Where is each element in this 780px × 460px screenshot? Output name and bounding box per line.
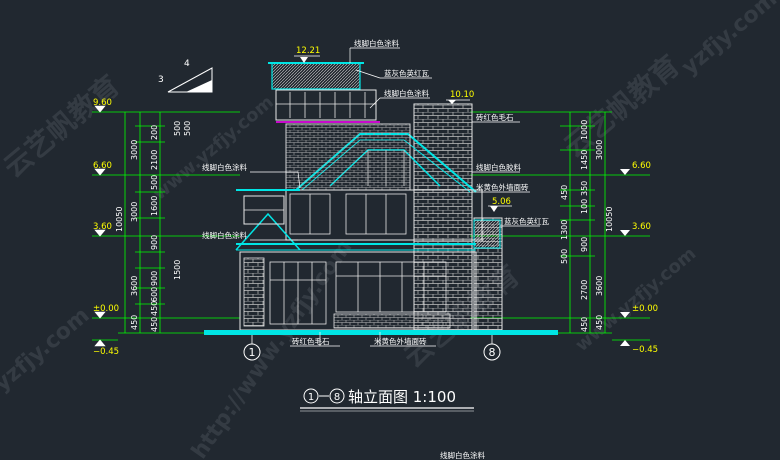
level-label: ±0.00 — [632, 304, 658, 314]
dim-text: 100 — [580, 199, 589, 214]
note-text: 线脚白色涂料 — [354, 38, 399, 48]
top-level-marks — [294, 55, 512, 212]
note-text: 蓝灰色英红瓦 — [504, 216, 549, 226]
title-axis-start — [303, 388, 319, 404]
watermark-text: yzfjy.com — [0, 303, 94, 397]
note-text: 线脚白色涂料 — [202, 162, 247, 172]
ground-line — [204, 330, 558, 335]
dim-text: 1300 — [560, 220, 569, 240]
dim-text: 500 — [183, 121, 192, 136]
dim-text: 500 — [173, 121, 182, 136]
level-label: 5.06 — [492, 197, 511, 207]
left-level-labels: 9.60 6.60 3.60 ±0.00 −0.45 — [93, 98, 119, 357]
top-level-labels: 12.21 10.10 5.06 — [296, 46, 511, 207]
note-text: 线脚白色涂料 — [440, 450, 485, 460]
dim-text: 2700 — [580, 280, 589, 300]
dim-text: 200 — [150, 125, 159, 140]
dim-text: 900 — [150, 271, 159, 286]
annotation-leaders — [250, 47, 540, 347]
dim-text: 450 — [150, 317, 159, 332]
title-axis-end-label: 8 — [334, 392, 340, 403]
dim-text: 450 — [580, 317, 589, 332]
dim-text: 3000 — [130, 140, 139, 160]
level-label: 10.10 — [450, 90, 474, 100]
note-text: 砖红色毛石 — [476, 112, 514, 122]
note-text: 米黄色外墙面砖 — [374, 336, 427, 346]
left-level-markers — [94, 105, 106, 347]
level-label: 12.21 — [296, 46, 320, 56]
dim-text: 1000 — [580, 120, 589, 140]
level-label: 9.60 — [93, 98, 112, 108]
axis-bubble-start — [243, 343, 261, 361]
level-label: −0.45 — [632, 345, 658, 355]
axis-label-end: 8 — [489, 346, 496, 359]
dim-text: 500 — [150, 175, 159, 190]
dim-text: 450 — [595, 315, 604, 330]
level-label: 3.60 — [93, 222, 112, 232]
note-text: 线脚白色涂料 — [202, 230, 247, 240]
axis-label-start: 1 — [249, 346, 256, 359]
dim-text: 3600 — [130, 276, 139, 296]
title-axis-end — [329, 388, 345, 404]
left-dimension-lines — [92, 111, 240, 341]
stone-column — [413, 103, 473, 331]
watermark-text: www.yzfjy.com — [571, 243, 700, 356]
left-dimension-texts: 10050 3000 3000 3600 450 200 2100 500 16… — [115, 121, 192, 332]
watermark-text: www.yzfjy.com — [149, 92, 278, 205]
dim-text: 350 — [580, 181, 589, 196]
dim-text: 900 — [150, 235, 159, 250]
note-text: 砖红色毛石 — [292, 336, 330, 346]
dim-text: 1600 — [150, 196, 159, 216]
top-roof — [271, 62, 361, 90]
drawing-title-block: 1 8 轴立面图 1:100 — [300, 388, 474, 412]
level-label: 6.60 — [93, 161, 112, 171]
dim-text: 3000 — [130, 202, 139, 222]
right-level-markers — [620, 169, 630, 346]
title-axis-start-label: 1 — [308, 392, 314, 403]
note-text: 米黄色外墙面砖 — [476, 182, 529, 192]
note-text: 蓝灰色英红瓦 — [384, 68, 429, 78]
note-text: 线脚白色胶料 — [476, 162, 521, 172]
right-level-labels: 6.60 3.60 ±0.00 −0.45 — [632, 161, 658, 355]
dim-text: 10050 — [605, 207, 614, 232]
watermark-text: http://www.yzfjy.com — [187, 235, 357, 460]
section-mark-sub: 4 — [184, 59, 190, 69]
dim-text: 3600 — [595, 276, 604, 296]
section-mark-number: 3 — [158, 75, 164, 85]
dim-text: 900 — [580, 237, 589, 252]
section-mark: 3 4 — [158, 59, 213, 93]
right-dimension-texts: 10050 3000 3600 450 1000 1450 350 100 45… — [560, 120, 614, 332]
note-text: 线脚白色涂料 — [384, 88, 429, 98]
dim-text: 3000 — [595, 140, 604, 160]
dim-text: 1450 — [580, 150, 589, 170]
level-label: −0.45 — [93, 347, 119, 357]
dim-text: 10050 — [115, 207, 124, 232]
dim-text: 500 — [560, 249, 569, 264]
level-label: ±0.00 — [93, 304, 119, 314]
dim-text: 1500 — [173, 260, 182, 280]
level-label: 3.60 — [632, 222, 651, 232]
building-elevation — [204, 62, 558, 335]
dim-text: 600 — [150, 287, 159, 302]
watermark-text: yzfjy.com — [677, 0, 780, 80]
top-window-band — [275, 89, 377, 121]
annotation-texts: 线脚白色涂料 蓝灰色英红瓦 线脚白色涂料 砖红色毛石 线脚白色涂料 线脚白色胶料… — [202, 38, 549, 460]
dim-text: 450 — [150, 301, 159, 316]
dim-text: 2100 — [150, 150, 159, 170]
drawing-title: 轴立面图 1:100 — [348, 388, 456, 406]
dim-text: 450 — [560, 185, 569, 200]
axis-bubble-end — [483, 343, 501, 361]
watermark-text: 云艺帆教育 — [557, 49, 685, 164]
dim-text: 450 — [130, 315, 139, 330]
level-label: 6.60 — [632, 161, 651, 171]
axis-markers: 1 8 — [243, 335, 501, 361]
